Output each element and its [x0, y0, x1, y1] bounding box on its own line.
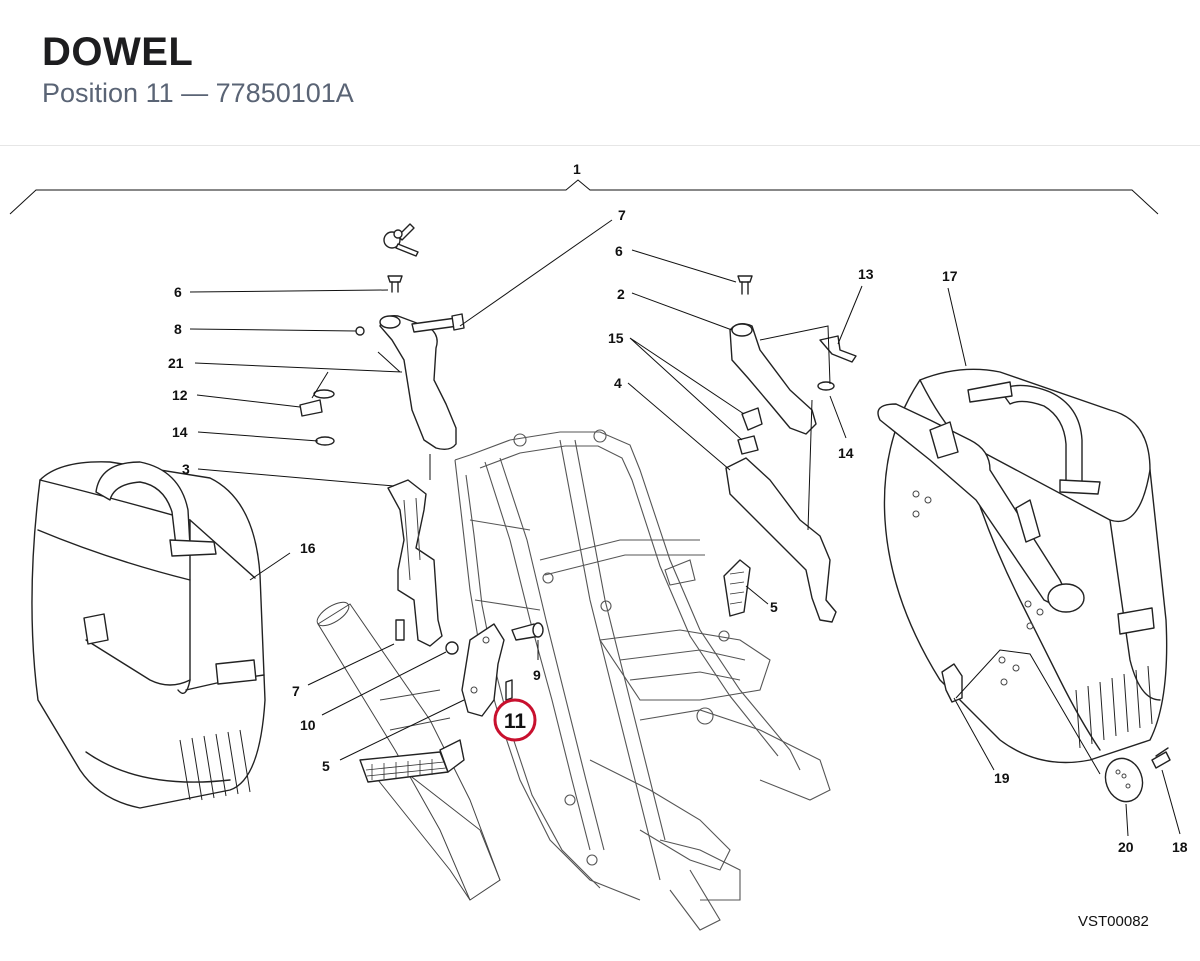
callout-2: 2: [617, 286, 625, 302]
callout-12: 12: [172, 387, 188, 403]
callout-19: 19: [994, 770, 1010, 786]
callout-14-right: 14: [838, 445, 854, 461]
left-pannier: [31, 461, 266, 809]
callout-5-right: 5: [770, 599, 778, 615]
highlight-ring: [493, 698, 537, 742]
callout-7-bottom: 7: [292, 683, 300, 699]
callout-4: 4: [614, 375, 622, 391]
callout-1: 1: [573, 161, 581, 177]
callout-18: 18: [1172, 839, 1188, 855]
left-bracket-assembly: [299, 275, 544, 717]
callout-labels: 1 7 6 2 13 17 6 8 21 15 4 12 14 14 3 16 …: [168, 161, 1188, 930]
assembly-bracket-line: [9, 179, 1159, 215]
callout-3: 3: [182, 461, 190, 477]
callout-14-left: 14: [172, 424, 188, 440]
part-title: DOWEL: [42, 30, 194, 74]
reference-code: VST00082: [1078, 913, 1149, 930]
page-header: DOWEL Position 11 — 77850101A: [0, 0, 1200, 146]
callout-5-left: 5: [322, 758, 330, 774]
callout-8: 8: [174, 321, 182, 337]
right-footrest: [723, 559, 751, 617]
callout-11-highlighted[interactable]: 11: [504, 710, 527, 733]
left-footrest: [359, 739, 465, 783]
motorcycle-frame: [454, 429, 831, 931]
position-number: 11: [145, 78, 174, 108]
callout-6-right: 6: [615, 243, 623, 259]
callout-13: 13: [858, 266, 874, 282]
leader-lines: [189, 219, 1181, 837]
disc-and-screw: [955, 649, 1171, 803]
callout-7-top: 7: [618, 207, 626, 223]
right-pannier: [877, 368, 1168, 764]
callout-16: 16: [300, 540, 316, 556]
callout-21: 21: [168, 355, 184, 371]
part-number: 77850101A: [215, 78, 354, 108]
keys: [383, 223, 419, 257]
part-subtitle: Position 11 — 77850101A: [42, 78, 354, 109]
callout-9: 9: [533, 667, 541, 683]
callout-6-left: 6: [174, 284, 182, 300]
callout-10: 10: [300, 717, 316, 733]
callout-15: 15: [608, 330, 624, 346]
exploded-parts-diagram: 1 7 6 2 13 17 6 8 21 15 4 12 14 14 3 16 …: [0, 146, 1200, 956]
separator: —: [181, 78, 209, 108]
position-label: Position: [42, 78, 139, 108]
callout-17: 17: [942, 268, 958, 284]
diagram-canvas: 1 7 6 2 13 17 6 8 21 15 4 12 14 14 3 16 …: [9, 161, 1188, 931]
callout-20: 20: [1118, 839, 1134, 855]
